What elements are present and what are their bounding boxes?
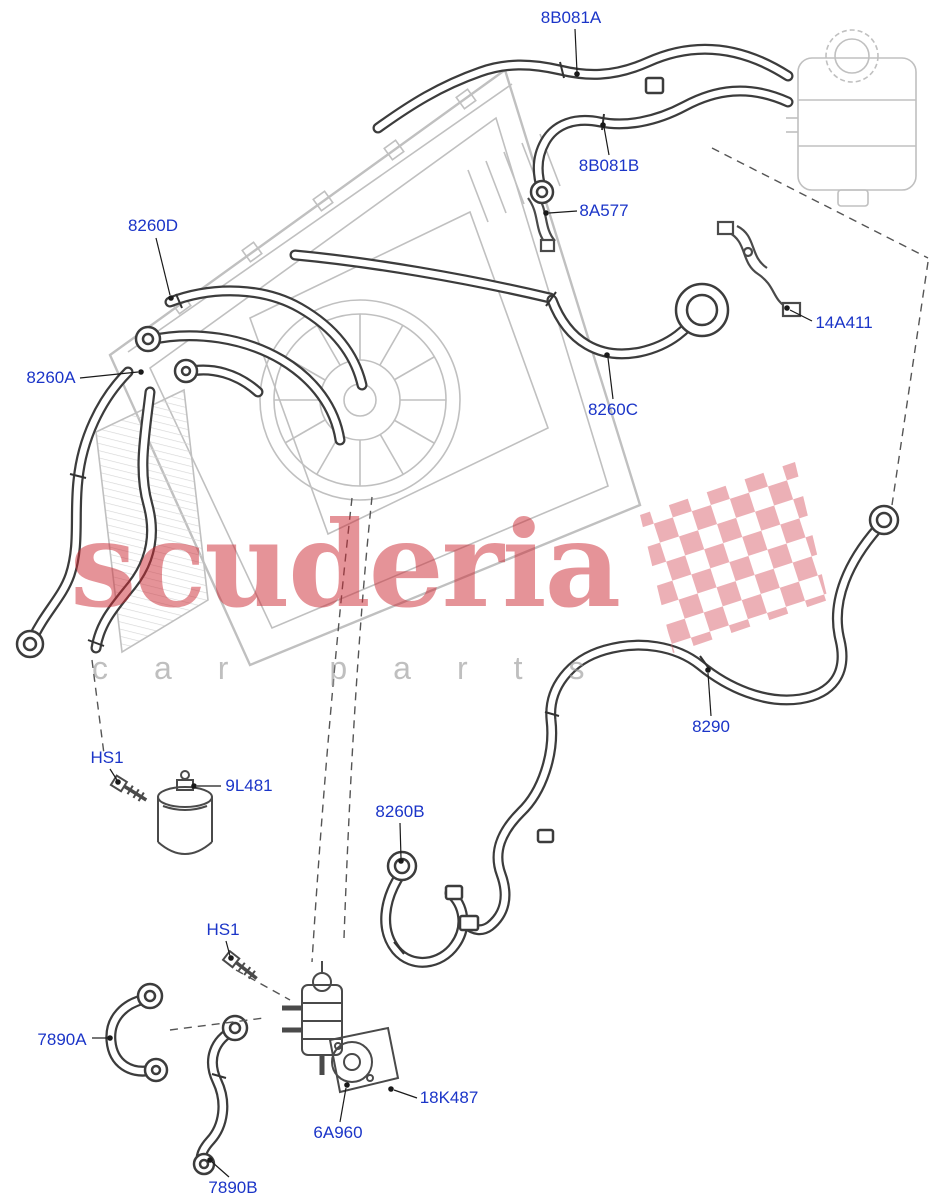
part-label-8260d: 8260D: [127, 216, 179, 235]
part-label-hs1-upper: HS1: [90, 748, 124, 767]
part-label-8b081a: 8B081A: [540, 8, 602, 27]
part-label-18k487: 18K487: [419, 1088, 479, 1107]
watermark-tagline-text: car parts: [92, 650, 631, 686]
bolt-hs1-lower: [221, 949, 258, 980]
hose-connectors: [15, 76, 900, 1176]
part-label-7890b: 7890B: [208, 1178, 258, 1197]
part-label-8b081b: 8B081B: [578, 156, 640, 175]
part-label-8260a: 8260A: [26, 368, 76, 387]
watermark-flag: [640, 462, 828, 653]
part-label-8a577: 8A577: [579, 201, 629, 220]
watermark-brand-text: scuderia: [70, 495, 621, 634]
solenoid-6a960: [331, 1041, 373, 1083]
part-label-hs1-lower: HS1: [206, 920, 240, 939]
part-label-9l481: 9L481: [225, 776, 273, 795]
harness-14a411: [716, 220, 802, 318]
assembly-guide-lines: [91, 147, 929, 1031]
pump-9l481: [157, 770, 213, 855]
part-label-6a960: 6A960: [313, 1123, 363, 1142]
part-label-8260c: 8260C: [587, 400, 639, 419]
expansion-tank: [786, 29, 917, 207]
callout-leader-lines: [79, 28, 813, 1178]
part-label-8290: 8290: [692, 717, 730, 736]
part-label-14a411: 14A411: [815, 313, 873, 332]
part-label-8260b: 8260B: [375, 802, 425, 821]
bolt-hs1-upper: [109, 774, 148, 802]
valve-assembly-18k487: [282, 961, 400, 1094]
part-label-7890a: 7890A: [37, 1030, 87, 1049]
